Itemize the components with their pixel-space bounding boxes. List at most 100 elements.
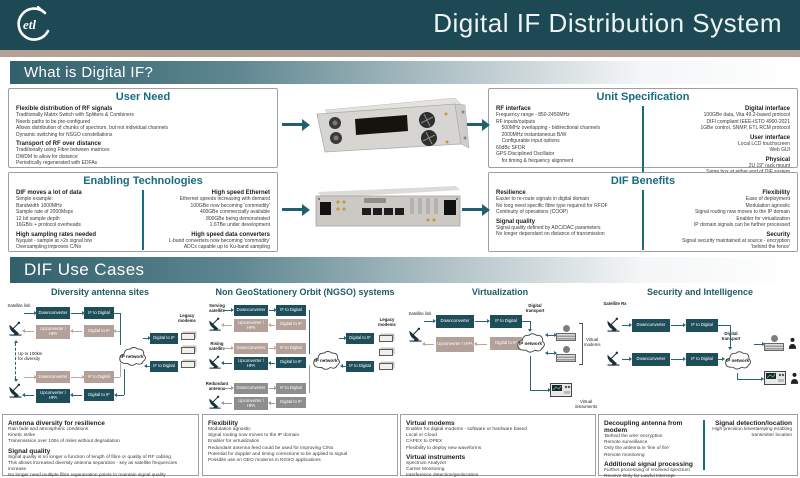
arrow (24, 375, 37, 379)
satellite-dish-icon (208, 355, 222, 374)
group-heading: Flexibility (762, 190, 790, 196)
bracket (579, 323, 583, 365)
virtual-modem-icon (556, 325, 576, 341)
note-heading: Antenna diversity for resilience (8, 420, 105, 427)
note-antenna-diversity: Antenna diversity for resilience Rain fa… (2, 414, 199, 478)
serving-satellite-label: Serving satellite (208, 303, 225, 314)
page-title: Digital IF Distribution System (433, 8, 782, 38)
note-lines: Further processing of received spectrum … (604, 467, 690, 478)
arrow (754, 342, 765, 346)
group-heading: Signal quality (496, 218, 536, 225)
group-lines: Traditionally using Fibre between matric… (16, 147, 110, 166)
group-heading: High speed data converters (191, 231, 270, 238)
arrow (268, 401, 275, 405)
ip-network-cloud: IP network (310, 347, 342, 373)
ip-network-label: IP network (314, 358, 338, 364)
connector (728, 325, 732, 350)
arrow (268, 361, 275, 365)
group-heading: User interface (749, 134, 790, 141)
note-virtual-modems: Virtual modems Enabler for digital modem… (400, 414, 596, 478)
usecase-heading-ngso: Non GeoStationery Orbit (NGSO) systems (215, 287, 395, 297)
svg-text:etl: etl (23, 17, 36, 32)
connector (120, 363, 121, 377)
note-lines: 'Behind the wire' encryption Remote surv… (604, 434, 670, 458)
arrow (269, 346, 277, 350)
group-heading: High speed Ethernet (211, 190, 270, 196)
arrow (22, 329, 34, 333)
connector (522, 321, 530, 322)
if-to-digital-box: IF to Digital (686, 353, 718, 366)
group-lines: Ease of deployment Modulation agnostic S… (693, 196, 790, 228)
downconverter-box: Downconverter (234, 383, 268, 394)
note-heading: Signal detection/location (715, 420, 792, 427)
connector (309, 365, 310, 393)
satellite-dish-icon (606, 351, 621, 371)
modem-icon (379, 335, 393, 342)
arrow (114, 393, 124, 397)
digital-to-if-box: Digital to IF (276, 357, 306, 368)
satellite-dish-icon (208, 317, 222, 336)
satellite-link-label: Satellite link (7, 303, 31, 308)
arrow (221, 323, 232, 327)
note-heading: Virtual modems (406, 420, 455, 427)
group-heading: Digital interface (744, 106, 790, 112)
satellite-dish-icon (8, 321, 23, 341)
arrow (221, 401, 232, 405)
digital-transport-label: Digital transport (721, 331, 741, 342)
connector (718, 325, 730, 326)
satellite-dish-icon (408, 327, 423, 347)
arrow (269, 308, 277, 312)
diagram-diversity: Satellite link Downconverter IF to Digit… (0, 299, 200, 413)
if-to-digital-box: IF to Digital (276, 343, 306, 354)
group-lines: L-band converters now becoming 'commodit… (168, 237, 270, 251)
section-banner-use-cases: DIF Use Cases (10, 257, 800, 283)
note-security: Decoupling antenna from modem 'Behind th… (598, 414, 798, 478)
connector (120, 313, 121, 345)
arrow (70, 393, 82, 397)
arrow (223, 308, 234, 312)
connector (124, 369, 125, 395)
group-heading: Transport of RF over distance (16, 141, 102, 147)
vertical-divider (142, 190, 144, 250)
arrow (24, 311, 37, 315)
modem-icon (379, 363, 393, 370)
arrow (340, 364, 348, 368)
group-lines: Nyquist - sample at >2x signal b/w Overs… (16, 237, 93, 251)
virtual-instruments-label: Virtual instruments (574, 399, 598, 410)
group-heading: Security (766, 231, 790, 238)
vertical-divider (642, 190, 644, 250)
arrow (144, 364, 152, 368)
arrow (671, 323, 686, 327)
if-to-digital-box: IF to Digital (150, 361, 178, 372)
diagram-ngso: Serving satellite Downconverter IF to Di… (200, 299, 400, 413)
note-lines: Enabler for digital modems - software or… (406, 427, 527, 451)
if-to-digital-box: IF to Digital (84, 371, 114, 383)
arrow (268, 323, 275, 327)
arrow (71, 375, 85, 379)
unit-rear-photo (306, 178, 471, 241)
arrow (70, 329, 82, 333)
digital-to-if-box: Digital to IF (150, 333, 178, 344)
group-heading: RF interface (496, 106, 531, 112)
vertical-divider (703, 420, 706, 470)
modem-icon (181, 361, 195, 368)
ip-network-cloud: IP network (722, 347, 753, 373)
legacy-modems-label: Legacy modems (178, 313, 196, 324)
surveillance-server-icon (764, 335, 784, 351)
arrow (622, 323, 632, 327)
satellite-dish-icon (606, 317, 621, 337)
note-heading: Decoupling antenna from modem (604, 420, 683, 434)
arrow (545, 351, 557, 355)
digital-to-if-box: Digital to IF (346, 333, 374, 344)
arrow (223, 386, 234, 390)
group-lines: Signal quality defined by ADC/DAC parame… (496, 224, 605, 238)
arrow (737, 377, 764, 381)
upconverter-box: Upconverter / HPA (436, 337, 474, 352)
note-lines: Rain fade and atmospheric conditions Kin… (8, 427, 120, 445)
arrow (221, 361, 232, 365)
group-lines: Frequency range - 850-2450MHz RF inputs/… (496, 112, 600, 164)
satellite-rx-label: Satellite Rx (603, 301, 627, 306)
if-to-digital-box: IF to Digital (686, 319, 718, 332)
flow-arrow-right-top (462, 118, 490, 131)
